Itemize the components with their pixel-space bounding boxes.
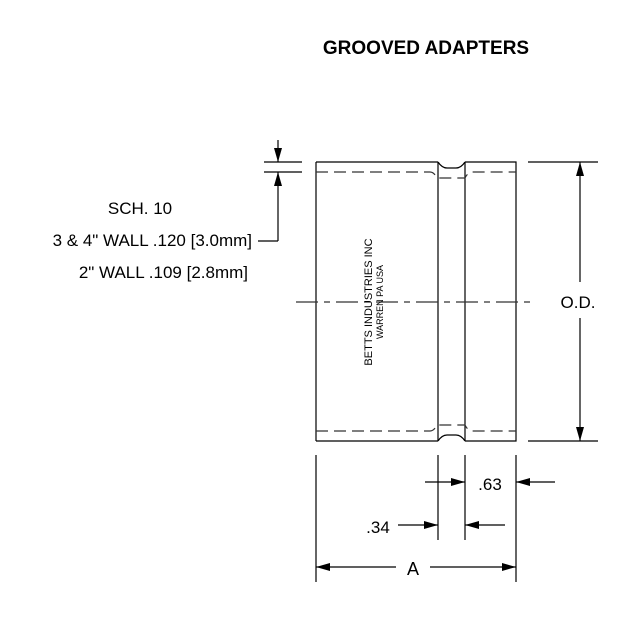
marking-line1: BETTS INDUSTRIES INC	[363, 238, 375, 365]
wall-thickness-dimension	[258, 140, 302, 242]
marking-line2: WARREN PA USA	[375, 265, 385, 339]
od-label: O.D.	[561, 293, 596, 312]
length-a-label: A	[407, 559, 419, 579]
od-dimension	[528, 161, 598, 442]
groove-to-end-label: .63	[478, 475, 502, 494]
groove-width-label: .34	[366, 518, 390, 537]
wall-note-3-4-inch: 3 & 4" WALL .120 [3.0mm]	[53, 231, 252, 250]
length-dimensions	[315, 455, 555, 582]
wall-note-2-inch: 2" WALL .109 [2.8mm]	[79, 263, 248, 282]
inner-wall-hidden-lines	[316, 171, 516, 432]
manufacturer-marking: BETTS INDUSTRIES INC WARREN PA USA	[363, 238, 385, 365]
wall-note-sch: SCH. 10	[108, 199, 172, 218]
drawing-title: GROOVED ADAPTERS	[323, 38, 529, 59]
